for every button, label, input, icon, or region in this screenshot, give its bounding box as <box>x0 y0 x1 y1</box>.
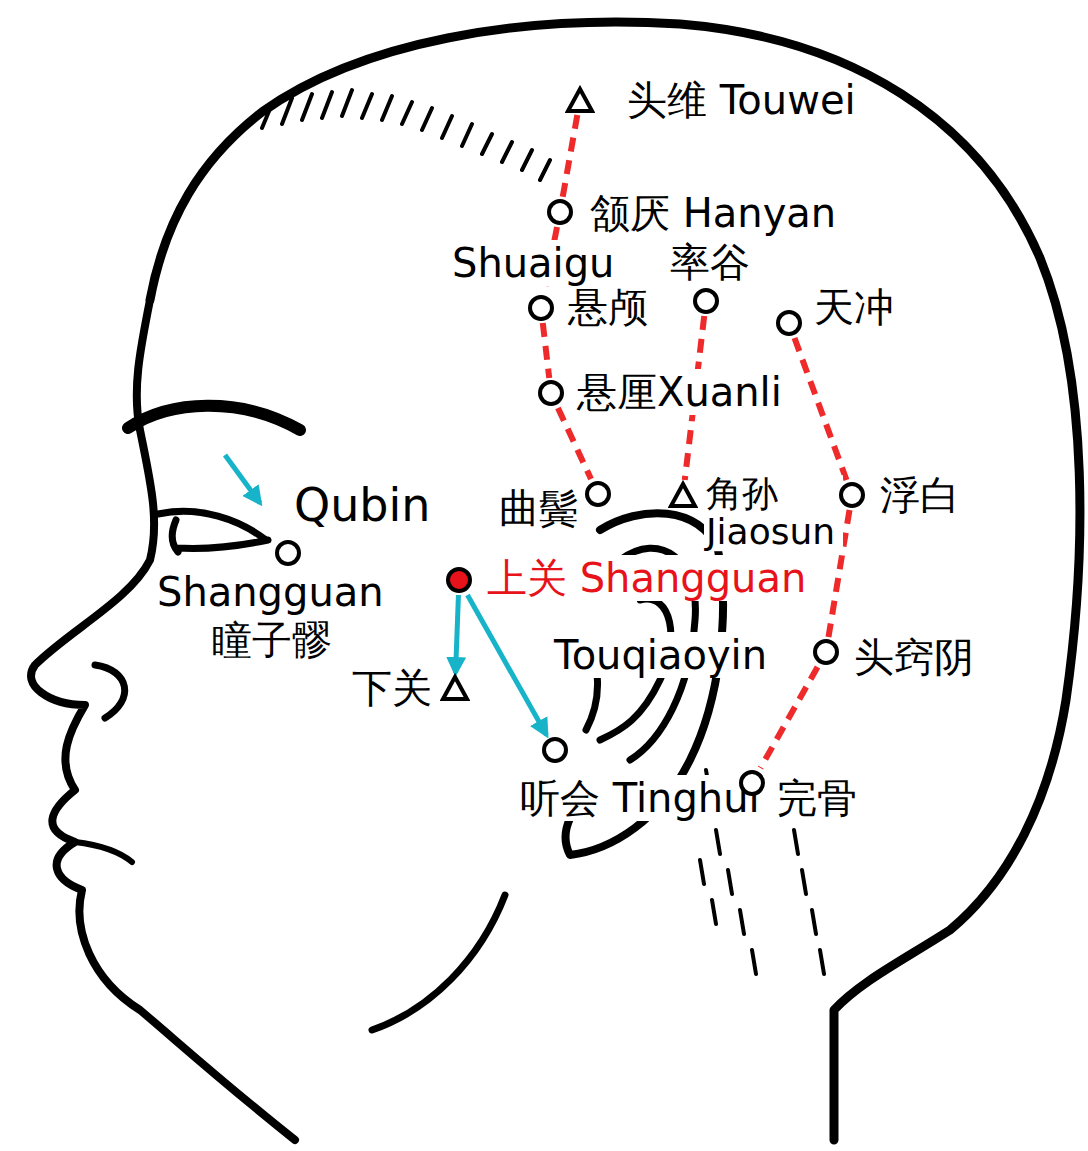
acupoint: 悬颅 <box>526 293 556 323</box>
circle-marker <box>841 484 863 506</box>
acupoint-marker <box>545 197 575 227</box>
circle-marker <box>741 772 763 794</box>
circle-marker <box>530 297 552 319</box>
acupoint-marker <box>565 85 595 115</box>
point-name: 悬颅 <box>566 284 650 330</box>
acupoint-marker <box>811 637 841 667</box>
acupoint-marker <box>837 480 867 510</box>
point-name: 瞳子髎 <box>210 617 334 663</box>
point-name: 头维 Touwei <box>625 77 858 123</box>
pointer-arrow <box>467 595 546 735</box>
acupoint-marker <box>668 480 698 510</box>
circle-marker <box>587 483 609 505</box>
circle-marker <box>549 201 571 223</box>
circle-marker <box>448 569 470 591</box>
acupoint-marker <box>536 378 566 408</box>
point-name: 颔厌 Hanyan <box>588 190 838 236</box>
point-label: Shuaigu <box>450 240 616 286</box>
circle-marker <box>815 641 837 663</box>
acupoint: 曲鬓 <box>583 479 613 509</box>
circle-marker <box>277 542 299 564</box>
point-name: 完骨 <box>775 775 859 821</box>
acupoint: 角孙 Jiaosun <box>668 480 698 510</box>
acupoint: 悬厘Xuanli <box>536 378 566 408</box>
point-name: 率谷 <box>668 239 752 285</box>
head-outline <box>150 22 1080 1140</box>
acupoint-marker <box>444 565 474 595</box>
acupoint: 浮白 <box>837 480 867 510</box>
point-label: Shangguan <box>155 569 386 615</box>
point-name: 悬厘Xuanli <box>575 369 784 415</box>
acupoint: 率谷 <box>691 286 721 316</box>
triangle-marker <box>568 89 592 111</box>
point-name: 天冲 <box>812 284 896 330</box>
eye <box>158 511 268 552</box>
eyebrow <box>128 406 300 430</box>
triangle-marker <box>443 677 467 699</box>
acupoint: 头窍阴 <box>811 637 841 667</box>
jaw-line <box>372 895 505 1030</box>
face-profile <box>31 300 295 1140</box>
acupoint: 上关 Shangguan <box>444 565 474 595</box>
point-name: 头窍阴 <box>852 634 976 680</box>
circle-marker <box>695 290 717 312</box>
point-name: 上关 Shangguan <box>485 555 808 601</box>
triangle-marker <box>671 484 695 506</box>
nostril <box>95 665 125 718</box>
meridian-line <box>563 115 578 197</box>
acupoint-marker <box>273 538 303 568</box>
meridian-line <box>760 667 817 768</box>
acupoint-marker <box>737 768 767 798</box>
circle-marker <box>544 739 566 761</box>
meridian-line <box>794 338 846 480</box>
point-name: 听会 Tinghui <box>518 775 762 821</box>
lip-line <box>75 842 132 862</box>
pointer-arrow <box>456 595 459 673</box>
acupoint-marker <box>540 735 570 765</box>
point-label: Qubin <box>292 479 433 532</box>
meridian-line <box>543 323 549 378</box>
acupoint: 颔厌 Hanyan <box>545 197 575 227</box>
point-label: Touqiaoyin <box>552 632 769 678</box>
point-name: 角孙 Jiaosun <box>704 475 843 551</box>
acupoint-marker <box>583 479 613 509</box>
hair-strokes <box>262 90 550 180</box>
circle-marker <box>540 382 562 404</box>
acupoint: 下关 <box>440 673 470 703</box>
acupoint: 完骨 <box>737 768 767 798</box>
pointer-arrow <box>225 455 260 503</box>
acupoint-marker <box>440 673 470 703</box>
point-name: 曲鬓 <box>497 485 581 531</box>
acupoint: 天冲 <box>774 308 804 338</box>
acupoint: 听会 Tinghui <box>540 735 570 765</box>
point-name: 浮白 <box>878 472 962 518</box>
point-name: 下关 <box>350 665 434 711</box>
circle-marker <box>778 312 800 334</box>
meridian-line <box>558 408 591 479</box>
acupoint: 头维 Touwei <box>565 85 595 115</box>
acupoint-marker <box>526 293 556 323</box>
acupoint: 瞳子髎 <box>273 538 303 568</box>
acupoint-marker <box>774 308 804 338</box>
acupoint-marker <box>691 286 721 316</box>
